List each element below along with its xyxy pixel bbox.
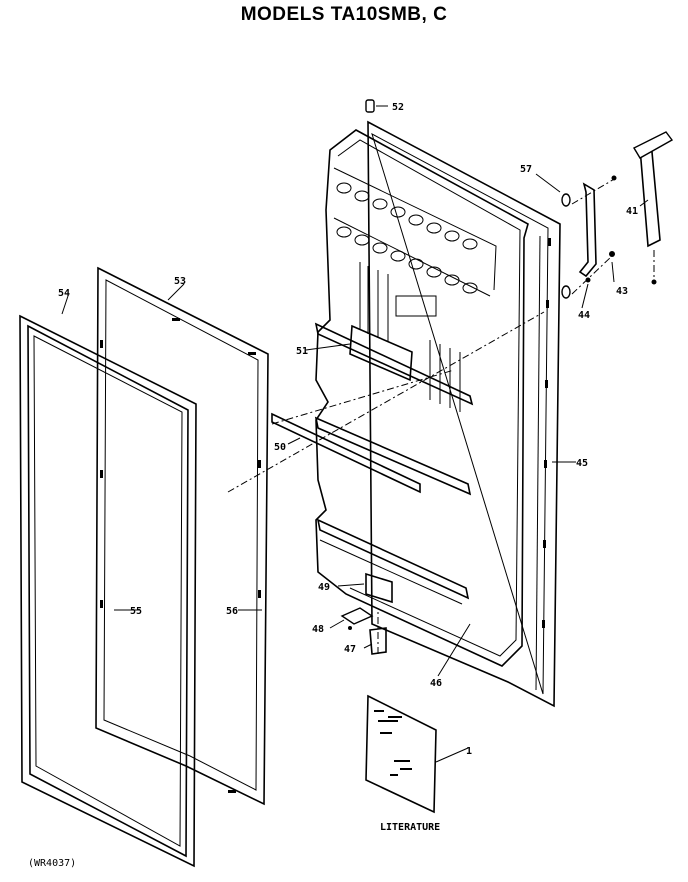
callout-46: 46	[430, 678, 442, 689]
literature-booklet	[365, 694, 437, 814]
callout-1: 1	[466, 746, 472, 757]
page-title: MODELS TA10SMB, C	[240, 4, 448, 25]
drawing-code: (WR4037)	[28, 858, 77, 869]
callout-53: 53	[174, 276, 186, 287]
callout-41: 41	[626, 206, 638, 217]
callout-57: 57	[520, 164, 532, 175]
callout-49: 49	[318, 582, 330, 593]
callout-48: 48	[312, 624, 324, 635]
callout-50: 50	[274, 442, 286, 453]
inner-door-liner	[271, 129, 529, 667]
callout-44: 44	[578, 310, 590, 321]
door-gasket-frame	[95, 266, 269, 806]
hinge-assembly	[340, 572, 393, 655]
breaker-frame	[19, 314, 197, 868]
callout-45: 45	[576, 458, 588, 469]
alignment-lines	[227, 177, 655, 654]
callout-54: 54	[58, 288, 70, 299]
callout-52: 52	[392, 102, 404, 113]
callout-55: 55	[130, 606, 142, 617]
callout-43: 43	[616, 286, 628, 297]
callout-51: 51	[296, 346, 308, 357]
callout-labels: 52 57 41 43 44 53 54 51 50 45 55 56 49 4…	[58, 102, 638, 833]
outer-door-panel	[367, 120, 561, 708]
literature-label: LITERATURE	[380, 822, 440, 833]
leader-lines	[61, 105, 649, 763]
callout-47: 47	[344, 644, 356, 655]
handle-assembly	[365, 99, 674, 299]
callout-56: 56	[226, 606, 238, 617]
